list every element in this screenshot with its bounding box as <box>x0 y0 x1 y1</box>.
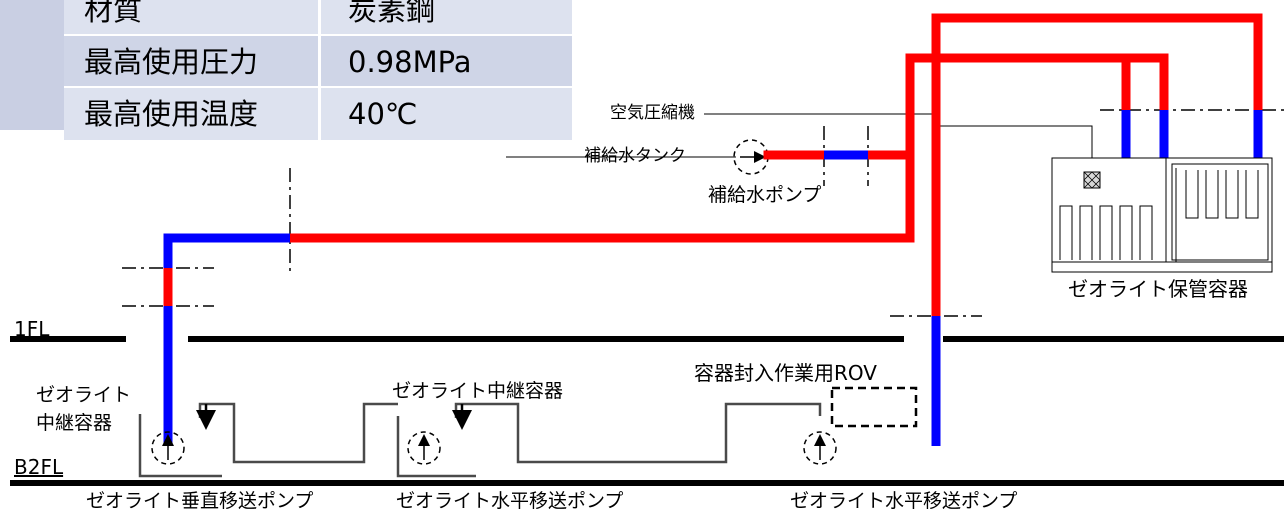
blue-pipes <box>163 110 1263 446</box>
makeup-pump-symbol <box>733 139 769 175</box>
horizontal-pump-label-2: ゼオライト水平移送ポンプ <box>790 490 1018 512</box>
air-compressor-label: 空気圧縮機 <box>610 103 695 123</box>
storage-vessel <box>1051 157 1273 273</box>
vertical-transfer-pump-symbol <box>151 431 185 465</box>
relay-vessel-mid-label: ゼオライト中継容器 <box>392 380 564 402</box>
floor-label-1fl: 1FL <box>14 317 50 341</box>
b2fl-pumps <box>151 431 837 465</box>
spec-table: 材質 炭素鋼 最高使用圧力 0.98MPa 最高使用温度 40℃ <box>0 0 572 182</box>
makeup-pump-label: 補給水ポンプ <box>708 184 822 206</box>
horizontal-transfer-pump-1-symbol <box>407 431 441 465</box>
floor-b2fl-slab <box>10 480 1284 486</box>
vertical-pump-label: ゼオライト垂直移送ポンプ <box>86 490 314 512</box>
floor-label-b2fl: B2FL <box>14 455 64 479</box>
row-label: 最高使用温度 <box>84 97 259 131</box>
table-column-separator <box>318 0 321 182</box>
rov-label: 容器封入作業用ROV <box>694 361 877 385</box>
horizontal-pump-label-1: ゼオライト水平移送ポンプ <box>396 490 624 512</box>
makeup-tank-label: 補給水タンク <box>584 146 686 166</box>
storage-vessel-label: ゼオライト保管容器 <box>1068 277 1248 301</box>
floor-1fl-slab <box>10 336 1284 342</box>
b2fl-transfer-line <box>138 402 822 478</box>
red-pipes <box>163 13 1263 321</box>
table-side-band <box>0 0 64 130</box>
relay-vessel-left-label-2: 中継容器 <box>36 412 113 434</box>
row-value: 炭素鋼 <box>348 0 436 27</box>
rov-outline <box>830 386 918 428</box>
row-value: 0.98MPa <box>348 45 472 79</box>
row-label: 最高使用圧力 <box>84 45 259 79</box>
horizontal-transfer-pump-2-symbol <box>803 431 837 465</box>
row-value: 40℃ <box>348 97 418 131</box>
row-label: 材質 <box>84 0 143 27</box>
relay-vessel-left-label-1: ゼオライト <box>36 384 132 406</box>
